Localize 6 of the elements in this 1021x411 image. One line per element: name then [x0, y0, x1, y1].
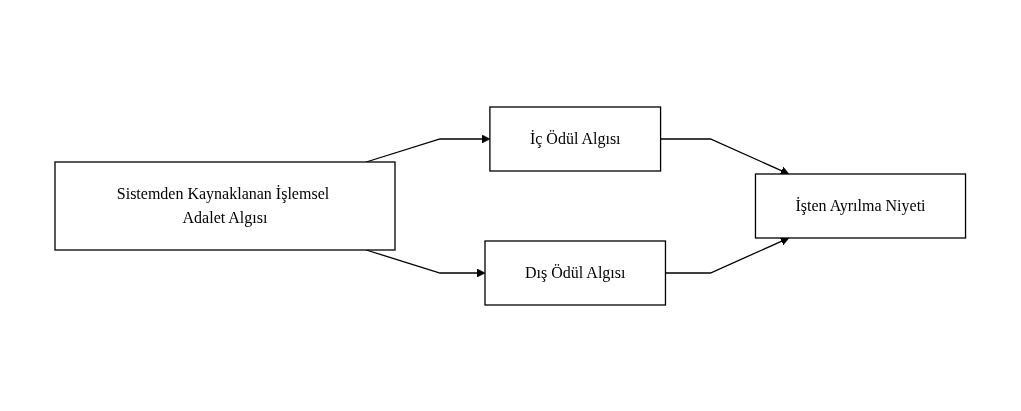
node-box: Sistemden Kaynaklanan İşlemsel Adalet Algısı — [54, 160, 396, 251]
node-box: İç Ödül Algısı — [489, 105, 662, 172]
arrow — [665, 236, 790, 274]
arrow — [660, 137, 790, 175]
node-box: Dış Ödül Algısı — [484, 239, 667, 306]
node-box: İşten Ayrılma Niyeti — [755, 172, 967, 239]
